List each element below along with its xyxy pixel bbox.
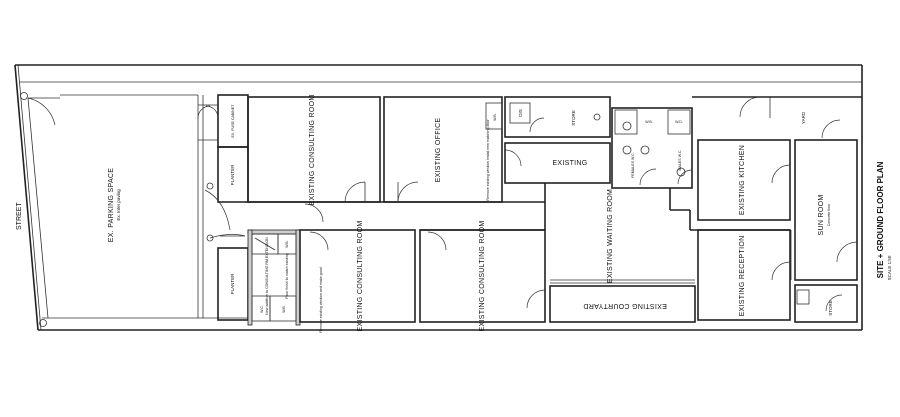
- drawing-scale: SCALE 1:50: [887, 255, 892, 280]
- street-label: STREET: [16, 202, 23, 230]
- sun-room-note: Concrete floor: [827, 203, 831, 226]
- fuse-cabinet-label: EX. FUSE CABINET: [231, 104, 235, 138]
- sun-room-label: SUN ROOM: [818, 195, 825, 236]
- parking-label: EX. PARKING SPACE: [108, 168, 115, 243]
- remove-top-note: Remove existing window Install new match…: [486, 119, 490, 201]
- planter-bottom-label: PLANTER: [230, 273, 235, 295]
- top-rooms: [247, 96, 862, 203]
- reception-label: EXISTING RECEPTION: [739, 236, 746, 317]
- wb-mid-label: W.B.: [645, 120, 653, 124]
- wd-label: W.D.: [675, 120, 683, 124]
- kitchen-sunroom: [697, 139, 858, 281]
- store-top-label: STORE: [571, 110, 576, 125]
- new-extension: [247, 229, 301, 326]
- consulting-room-bottom-left-label: EXISTING CONSULTING ROOM: [357, 221, 364, 332]
- males-wc-label: MALES W.C.: [678, 150, 682, 171]
- new-addition-note: New addition to CONSULTING RM EXTENSION: [265, 237, 269, 315]
- labels: STREET EX. PARKING SPACE Ex. Inter pavin…: [16, 95, 892, 333]
- existing-mid-label: EXISTING: [552, 160, 587, 167]
- site-boundary: [14, 64, 863, 331]
- planter-strip: [197, 94, 249, 321]
- females-wc-label: FEMALES W.C.: [631, 152, 635, 178]
- courtyard-label: EXISTING COURTYARD: [583, 302, 667, 309]
- parking-note: Ex. Inter paving: [116, 189, 121, 221]
- planter-top-label: PLANTER: [230, 164, 235, 186]
- drawing-title: SITE + GROUND FLOOR PLAN: [876, 161, 885, 278]
- kitchen-label: EXISTING KITCHEN: [739, 145, 746, 215]
- parking-space: [27, 94, 204, 319]
- consulting-room-top-label: EXISTING CONSULTING ROOM: [309, 95, 316, 206]
- bottom-rooms: [299, 203, 546, 323]
- store-bottom-label: STORE: [828, 300, 833, 315]
- waiting-room-label: EXISTING WAITING ROOM: [607, 189, 614, 283]
- wb-ext-label: W.B.: [285, 240, 289, 248]
- floor-finish-note: Floor finish to match existing: [285, 253, 289, 299]
- consulting-room-bottom-right-label: EXISTING CONSULTING ROOM: [479, 221, 486, 332]
- yard-label: YARD: [801, 111, 806, 124]
- wc-low-label: W.C.: [260, 305, 264, 313]
- office-label: EXISTING OFFICE: [435, 118, 442, 183]
- remove-window-note: Remove existing window and make good: [319, 267, 323, 332]
- wb-low-label: W.B.: [282, 305, 286, 313]
- wb-top-label: W.B.: [493, 113, 497, 121]
- dis-label: DIS: [518, 109, 523, 117]
